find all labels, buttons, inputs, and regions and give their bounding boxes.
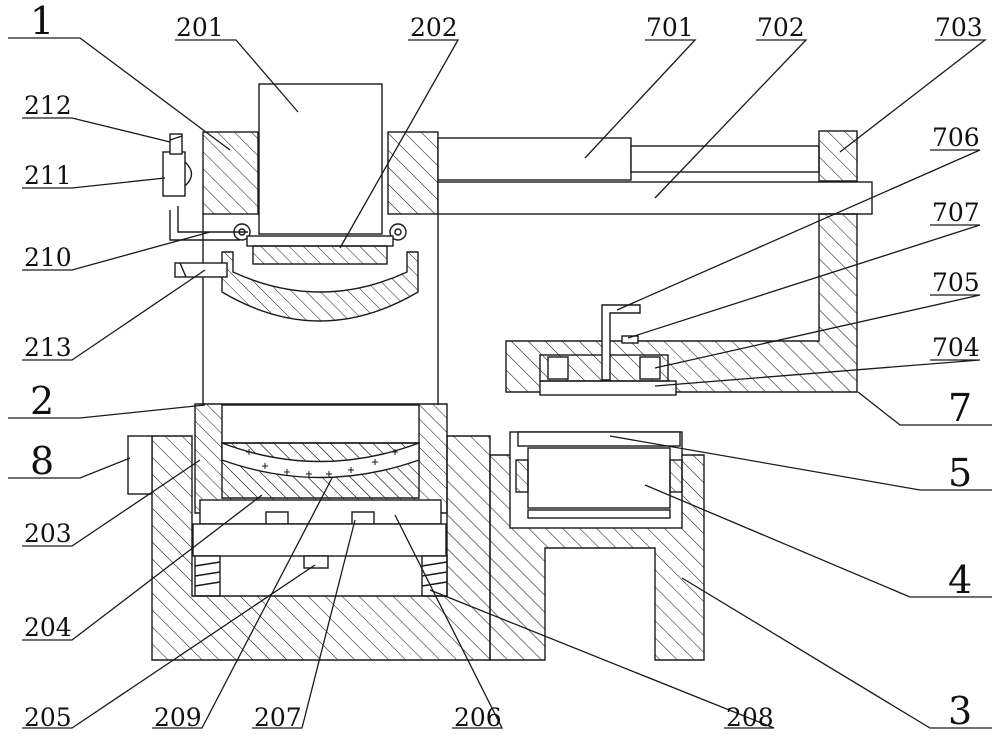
label-209: 209 <box>154 703 202 732</box>
sensor-205 <box>304 556 328 568</box>
block-703 <box>819 131 857 181</box>
label-5: 5 <box>948 451 972 495</box>
label-213: 213 <box>24 333 72 362</box>
plate-206 <box>200 500 441 524</box>
label-701: 701 <box>646 13 694 42</box>
label-702: 702 <box>757 13 805 42</box>
pressure-plate-202 <box>253 246 387 264</box>
block-207-left <box>266 512 288 524</box>
label-212: 212 <box>24 91 72 120</box>
label-4: 4 <box>948 558 972 602</box>
label-211: 211 <box>24 161 72 190</box>
block-207-right <box>352 512 374 524</box>
slot-704 <box>540 381 676 395</box>
valve-cap <box>185 162 192 186</box>
label-202: 202 <box>410 13 458 42</box>
label-707: 707 <box>932 198 980 227</box>
label-203: 203 <box>24 519 72 548</box>
mold-cavity <box>222 405 419 443</box>
label-705: 705 <box>932 268 980 297</box>
side-tab-left <box>516 460 528 492</box>
label-8: 8 <box>30 439 54 483</box>
label-207: 207 <box>254 703 302 732</box>
press-left-block <box>203 132 258 214</box>
drawing-body <box>128 84 872 660</box>
label-201: 201 <box>176 13 224 42</box>
label-1: 1 <box>30 0 54 43</box>
roller-right-inner <box>395 229 401 235</box>
rail-701 <box>438 138 631 180</box>
bracket-8 <box>128 436 152 494</box>
label-2: 2 <box>30 379 54 423</box>
label-706: 706 <box>932 123 980 152</box>
label-205: 205 <box>24 703 72 732</box>
cylinder-201 <box>259 84 382 234</box>
label-704: 704 <box>932 333 980 362</box>
press-right-block <box>388 132 438 214</box>
label-208: 208 <box>726 703 774 732</box>
spring-left <box>195 556 220 596</box>
label-703: 703 <box>935 13 983 42</box>
rod-701 <box>631 146 819 172</box>
side-tab-right <box>670 460 682 492</box>
box-4-floor <box>528 510 670 518</box>
label-3: 3 <box>948 689 972 733</box>
label-7: 7 <box>948 386 972 430</box>
label-204: 204 <box>24 613 72 642</box>
plate-bracket <box>247 236 393 246</box>
label-210: 210 <box>24 243 72 272</box>
label-206: 206 <box>454 703 502 732</box>
seat-705-left <box>548 357 568 379</box>
inner-4 <box>528 448 670 508</box>
valve-211 <box>163 152 185 196</box>
